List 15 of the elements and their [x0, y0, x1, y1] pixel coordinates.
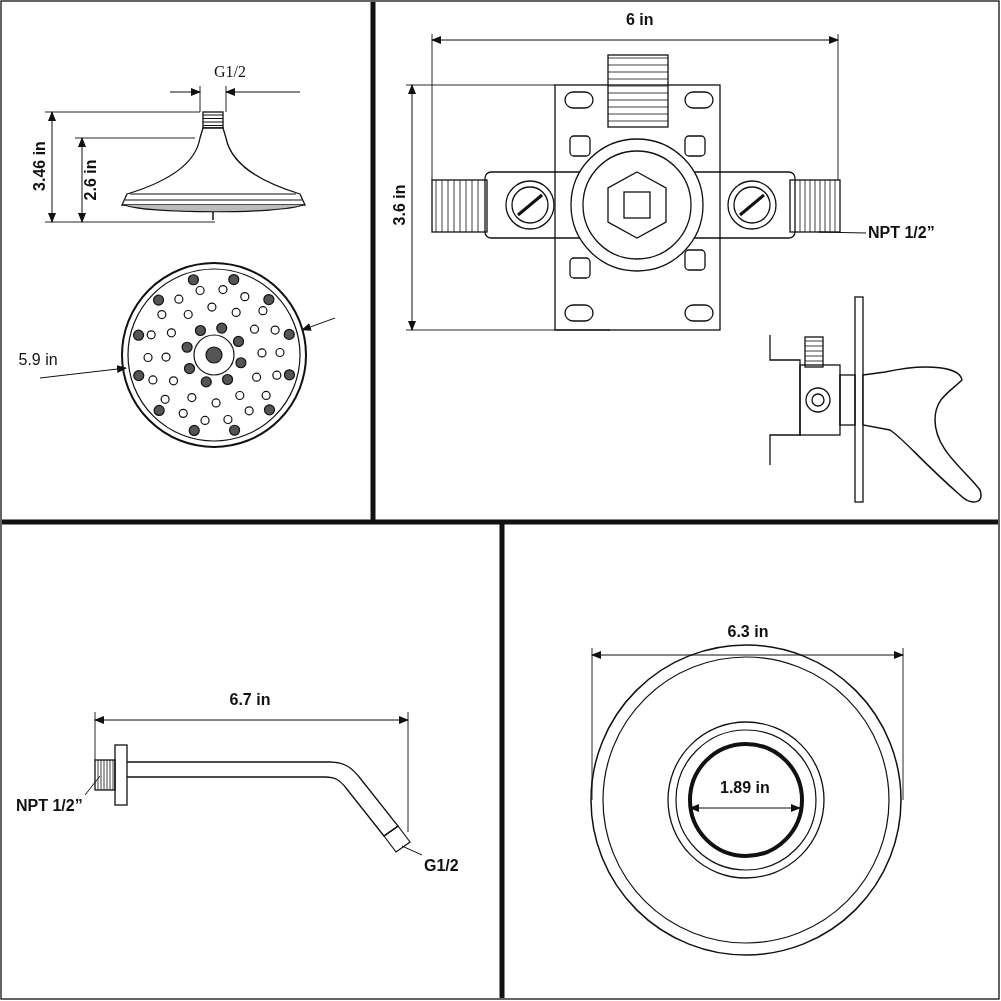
leader-line [817, 231, 867, 234]
dimension-label: 6.7 in [229, 691, 271, 709]
dimension-label: G1/2 [214, 63, 246, 81]
dimension-label: 2.6 in [81, 159, 100, 201]
dimension-label: 6 in [626, 11, 654, 29]
dimension-label: 1.89 in [720, 779, 770, 797]
leader-line [401, 845, 423, 856]
dimension-label: 3.46 in [30, 141, 49, 191]
thread-label: NPT 1/2” [16, 797, 83, 815]
thread-label: NPT 1/2” [868, 224, 935, 242]
leader-line [84, 775, 101, 796]
dimension-label: 5.9 in [18, 351, 58, 369]
dimension-label: 6.3 in [727, 623, 769, 641]
thread-label: G1/2 [424, 857, 459, 875]
dimension-label: 3.6 in [390, 184, 409, 226]
